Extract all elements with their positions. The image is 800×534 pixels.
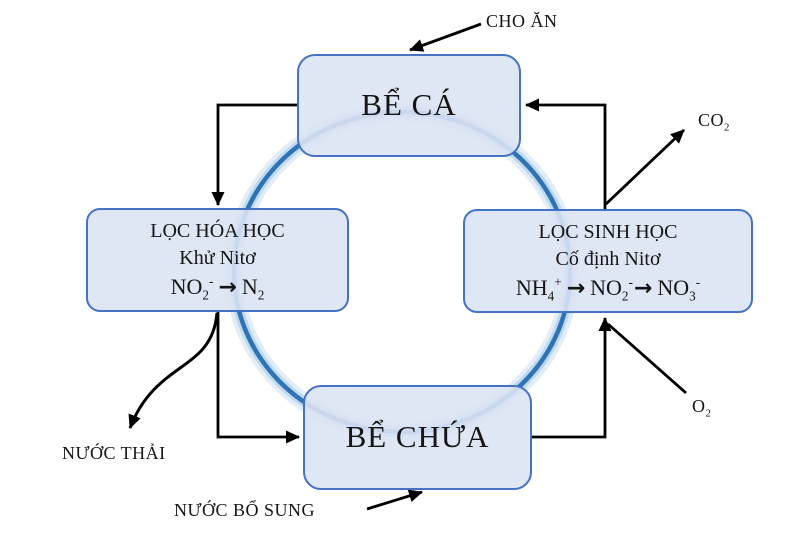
formula-superscript: -	[628, 274, 633, 290]
formula-arrow-icon: →	[566, 275, 586, 301]
formula-text: NO	[590, 274, 622, 300]
connector-arrows	[128, 22, 687, 511]
chemical-filter-box: LỌC HÓA HỌC Khử Nitơ NO2-→N2	[86, 208, 349, 312]
chemical-filter-subtitle: Khử Nitơ	[179, 246, 256, 269]
arrow-feeding-into-fishtank	[409, 22, 482, 52]
arrow-co2-out	[605, 128, 685, 206]
arrow-storage-to-biological-filter	[532, 317, 612, 439]
formula-subscript: 2	[202, 287, 210, 303]
arrow-waste-water-out	[128, 312, 219, 429]
fish-tank-box: BỂ CÁ	[297, 54, 521, 157]
formula-arrow-icon: →	[633, 275, 653, 301]
biological-filter-subtitle: Cố định Nitơ	[555, 247, 661, 270]
feeding-label: CHO ĂN	[486, 11, 558, 31]
formula-superscript: -	[695, 274, 701, 290]
storage-tank-label: BỂ CHỨA	[345, 419, 490, 455]
formula-subscript: 2	[621, 288, 629, 304]
arrow-fishtank-to-chemical-filter	[211, 103, 297, 206]
makeup-water-label: NƯỚC BỔ SUNG	[174, 500, 315, 520]
chemical-filter-title: LỌC HÓA HỌC	[150, 219, 285, 242]
arrow-makeup-water-in	[366, 489, 423, 511]
formula-subscript: 2	[257, 287, 265, 303]
biological-filter-title: LỌC SINH HỌC	[538, 220, 678, 243]
formula-text: NH	[515, 274, 548, 300]
formula-text: NO	[170, 273, 203, 299]
biological-filter-box: LỌC SINH HỌC Cố định Nitơ NH4+→NO2-→NO3-	[463, 209, 753, 313]
formula-subscript: 3	[689, 288, 696, 304]
formula-arrow-icon: →	[218, 274, 237, 300]
storage-tank-box: BỂ CHỨA	[303, 385, 532, 490]
co2-text: CO	[698, 110, 725, 130]
o2-subscript: 2	[705, 407, 712, 420]
o2-label: O2	[692, 396, 712, 420]
arrow-biological-filter-to-fishtank	[525, 98, 607, 209]
formula-text: N	[241, 273, 258, 299]
o2-text: O	[692, 396, 706, 416]
fish-tank-label: BỂ CÁ	[361, 87, 457, 123]
chemical-filter-formula: NO2-→N2	[171, 273, 265, 303]
formula-text: NO	[657, 274, 690, 300]
co2-subscript: 2	[724, 121, 730, 134]
formula-superscript: +	[554, 274, 562, 290]
waste-water-label: NƯỚC THẢI	[62, 443, 166, 463]
formula-superscript: -	[209, 273, 214, 289]
co2-label: CO2	[698, 110, 730, 134]
arrow-chemical-filter-to-storage	[216, 312, 300, 444]
biological-filter-formula: NH4+→NO2-→NO3-	[516, 274, 700, 304]
formula-subscript: 4	[547, 288, 555, 304]
arrow-o2-in	[607, 322, 687, 395]
